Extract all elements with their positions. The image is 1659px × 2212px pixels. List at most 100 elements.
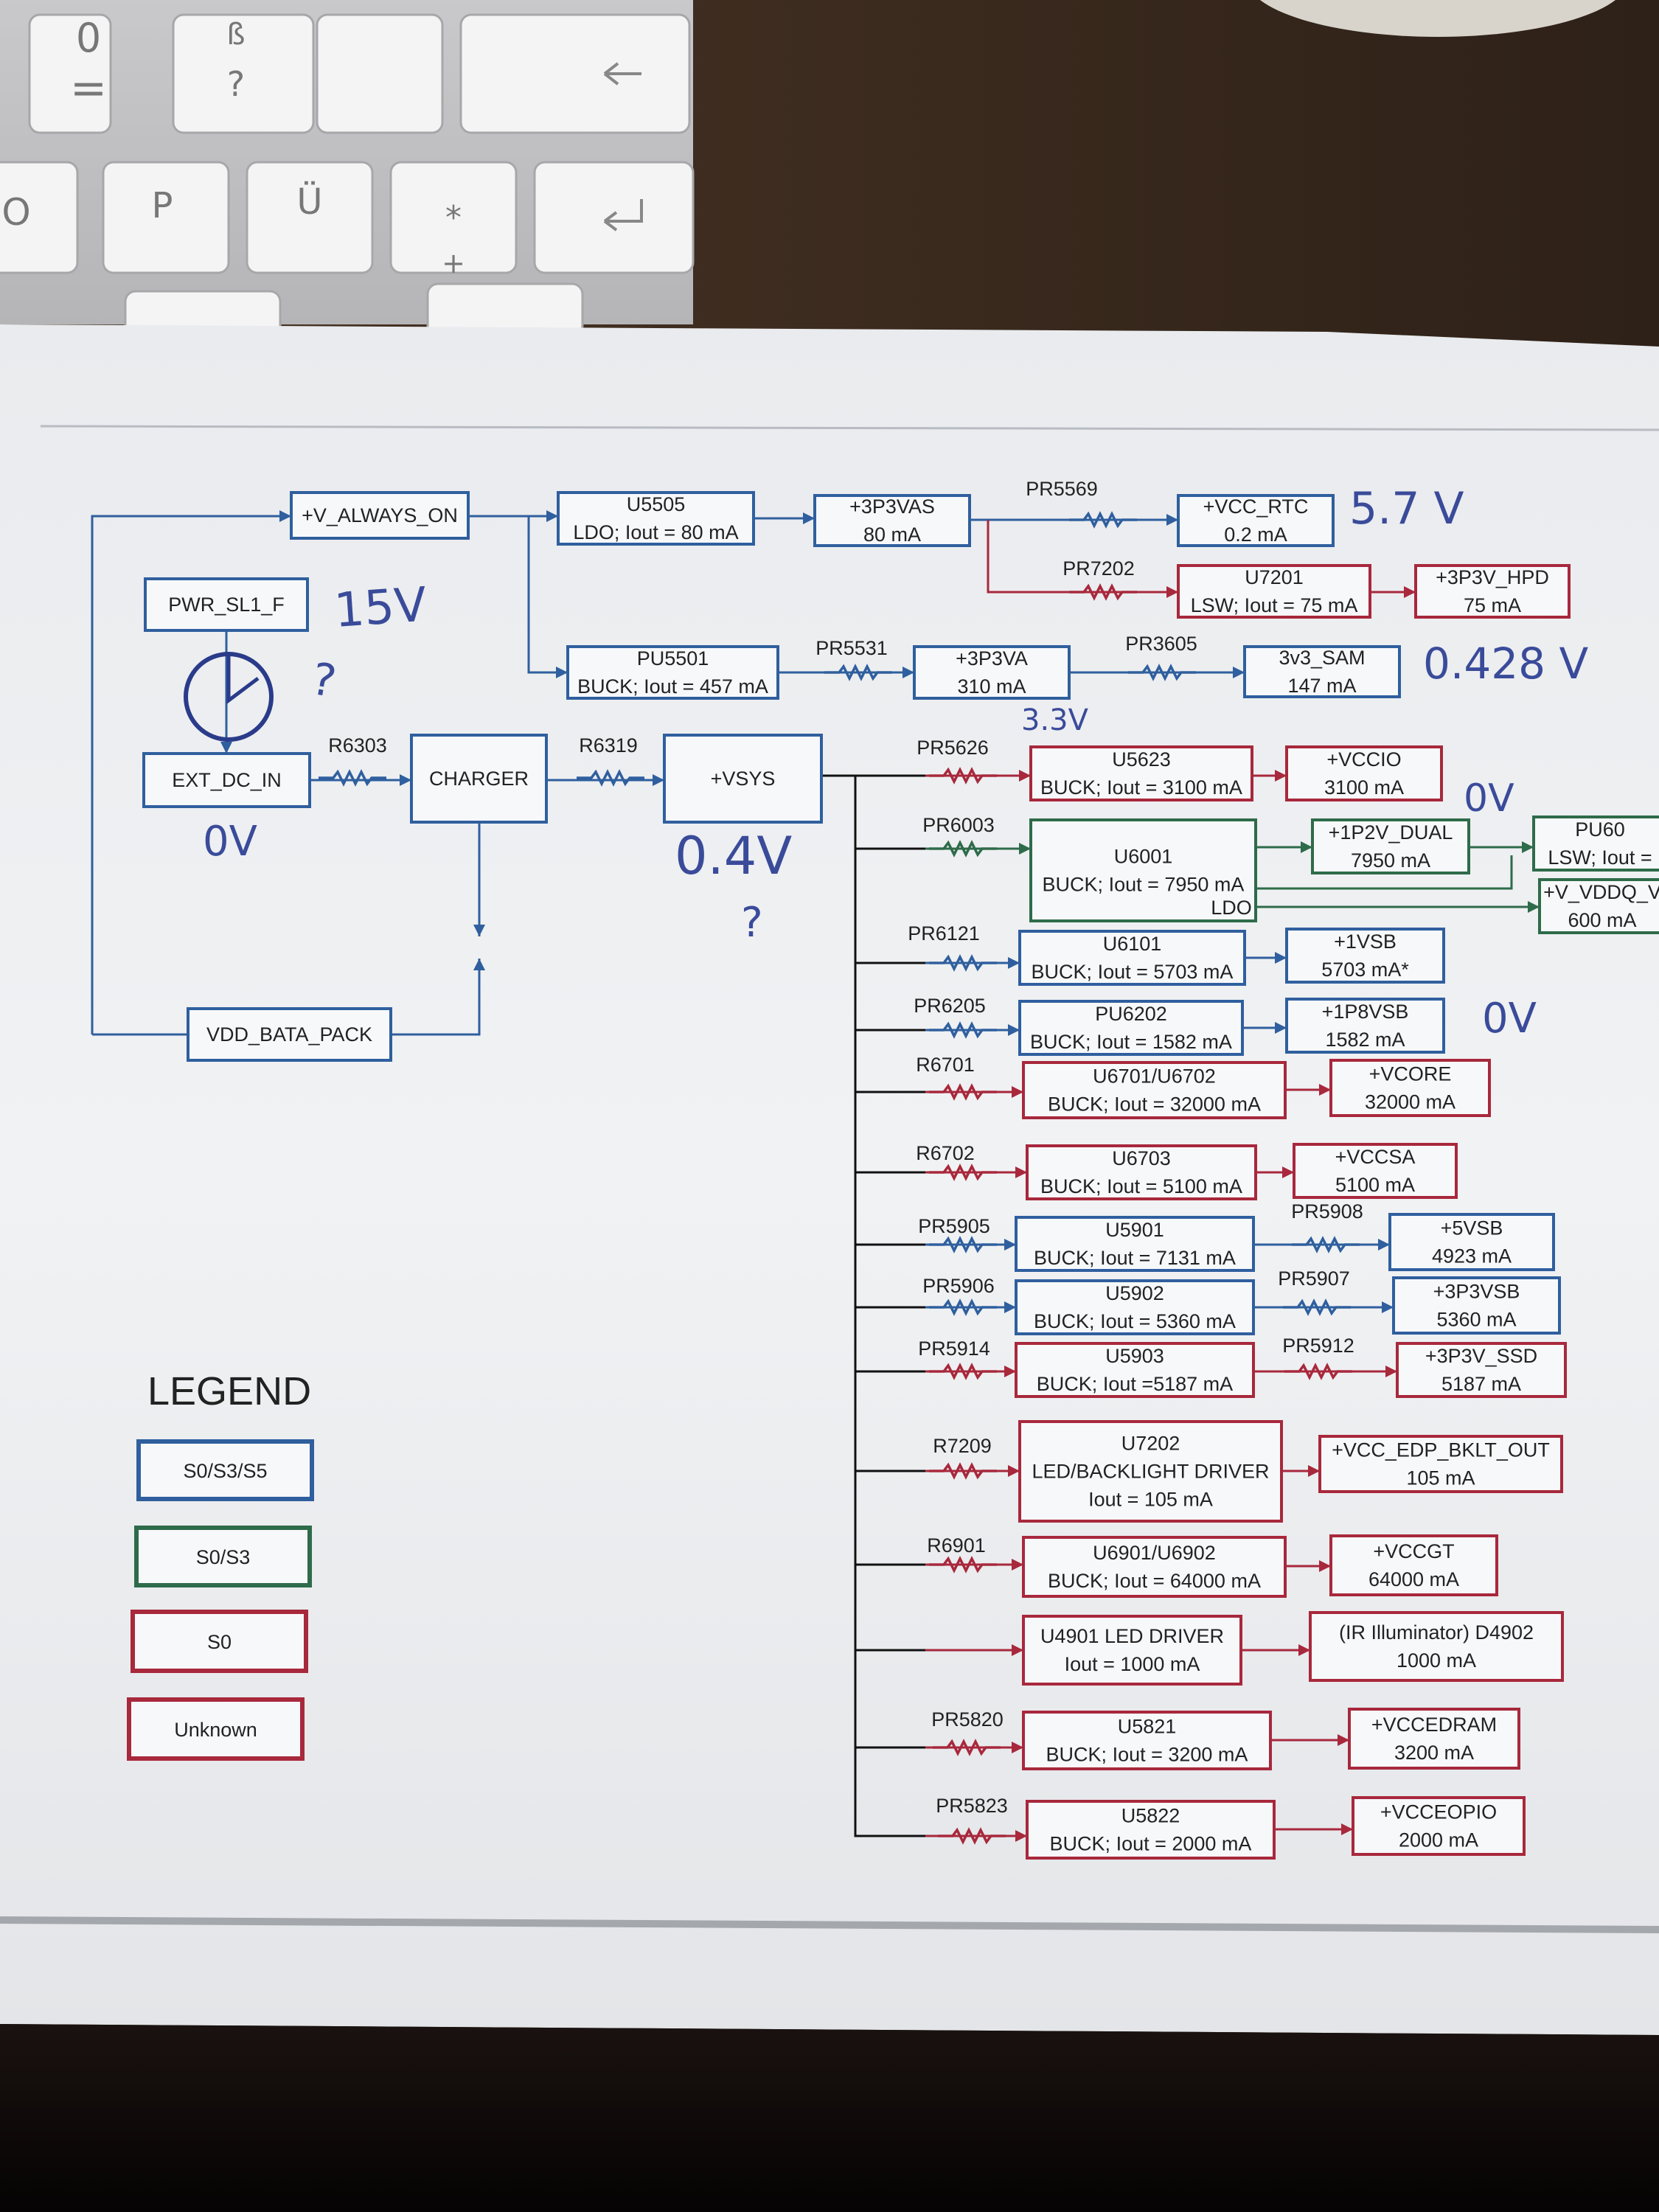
resistor-label: R6319 (579, 734, 638, 757)
node-text: BUCK; Iout = 2000 mA (1050, 1833, 1252, 1855)
legend-item: S0/S3 (134, 1526, 312, 1587)
keyboard-key (459, 13, 691, 134)
node-text: U5623 (1112, 748, 1171, 771)
node-text: +VCCEDRAM (1371, 1714, 1497, 1736)
node-text: U6703 (1112, 1147, 1171, 1169)
node-text: +VCC_RTC (1203, 495, 1309, 518)
node-text: 5360 mA (1436, 1309, 1516, 1331)
wire-arrow (1275, 952, 1287, 964)
resistor-pr6121: PR6121 (908, 922, 997, 972)
node-text: (IR Illuminator) D4902 (1339, 1621, 1534, 1644)
resistor-pr6003: PR6003 (922, 814, 997, 858)
resistor-label: R6901 (927, 1534, 986, 1557)
resistor-pr5905: PR5905 (918, 1215, 997, 1253)
resistor-label: PR5569 (1026, 478, 1098, 500)
wire-arrow (1008, 957, 1020, 969)
wire-arrow (1308, 1465, 1320, 1477)
node-text: +VSYS (711, 768, 776, 790)
key-label: Ü (296, 181, 322, 223)
node-text: 5100 mA (1335, 1174, 1415, 1196)
handwritten-note: 3.3V (1021, 703, 1089, 737)
node-p3p3vsb: +3P3VSB 5360 mA (1392, 1276, 1561, 1335)
node-ext-dc-in: EXT_DC_IN (142, 752, 311, 808)
node-text: PU5501 (637, 647, 709, 669)
node-text: EXT_DC_IN (172, 769, 282, 791)
wire-arrow (1378, 1239, 1390, 1251)
wire-arrow (1404, 586, 1416, 598)
wire-arrow (1019, 843, 1031, 855)
node-text: 32000 mA (1365, 1091, 1455, 1113)
node-text: BUCK; Iout = 7131 mA (1034, 1247, 1236, 1269)
node-vcc-rtc: +VCC_RTC 0.2 mA (1177, 494, 1335, 547)
node-text: 105 mA (1406, 1467, 1475, 1489)
node-text: 147 mA (1287, 675, 1356, 697)
node-text: BUCK; Iout = 5703 mA (1032, 961, 1234, 983)
wire-arrow (400, 774, 411, 786)
wire-arrow (1019, 770, 1031, 782)
node-text: +V_VDDQ_V (1543, 881, 1659, 903)
resistor-pr5531: PR5531 (815, 637, 892, 681)
wire-arrow (1166, 586, 1178, 598)
wire-arrow (1012, 1644, 1023, 1656)
node-text: +3P3VSB (1433, 1281, 1520, 1303)
node-text: 600 mA (1568, 909, 1636, 931)
node-text: PWR_SL1_F (168, 594, 285, 616)
legend-title: LEGEND (147, 1369, 311, 1413)
wire-arrow (1528, 901, 1540, 913)
resistor-label: PR5912 (1282, 1335, 1354, 1357)
key-sublabel: 0 (76, 15, 101, 61)
wire-arrow (1015, 1166, 1027, 1178)
wire-arrow (1319, 1084, 1331, 1096)
node-text: +3P3V_SSD (1425, 1345, 1537, 1367)
resistor-pr5907: PR5907 (1278, 1267, 1351, 1316)
wire-arrow (546, 510, 558, 522)
key-label: ? (227, 64, 245, 104)
node-text: 3v3_SAM (1279, 647, 1365, 669)
power-switch-icon (184, 652, 274, 742)
handwritten-note: 0V (1464, 776, 1514, 821)
node-text: 1000 mA (1397, 1649, 1476, 1672)
handwritten-note: 0V (1482, 995, 1537, 1043)
node-text: 75 mA (1464, 594, 1521, 616)
resistor-label: PR5531 (815, 637, 888, 659)
legend-label: S0/S3 (196, 1546, 251, 1568)
wire-arrow (1282, 1166, 1294, 1178)
handwritten-note: 5.7 V (1349, 483, 1464, 535)
key-label: * (445, 199, 462, 237)
wire-arrow (1382, 1301, 1394, 1313)
node-text: U6901/U6902 (1093, 1542, 1216, 1564)
node-text: +1P2V_DUAL (1329, 821, 1453, 844)
node-text: 1582 mA (1325, 1029, 1405, 1051)
node-text: CHARGER (429, 768, 529, 790)
resistor-label: R6303 (328, 734, 387, 757)
wire-arrow (1233, 667, 1245, 678)
node-text: 0.2 mA (1224, 524, 1287, 546)
node-text: PU60 (1575, 818, 1625, 841)
wire-arrow (1275, 1022, 1287, 1034)
node-v-vddq: +V_VDDQ_V 600 mA (1538, 878, 1659, 934)
key-label: O (1, 191, 30, 234)
node-text: LDO; Iout = 80 mA (573, 521, 738, 543)
node-text: +3P3VA (956, 647, 1028, 669)
handwritten-note: ? (741, 899, 763, 947)
node-text: U5822 (1121, 1805, 1180, 1827)
resistor-label: PR5908 (1291, 1200, 1363, 1222)
key-sublabel: + (442, 247, 465, 279)
node-text: U7201 (1245, 566, 1304, 588)
legend-label: S0 (207, 1631, 232, 1653)
node-text: +VCCIO (1326, 748, 1401, 771)
resistor-label: PR3605 (1125, 633, 1197, 655)
